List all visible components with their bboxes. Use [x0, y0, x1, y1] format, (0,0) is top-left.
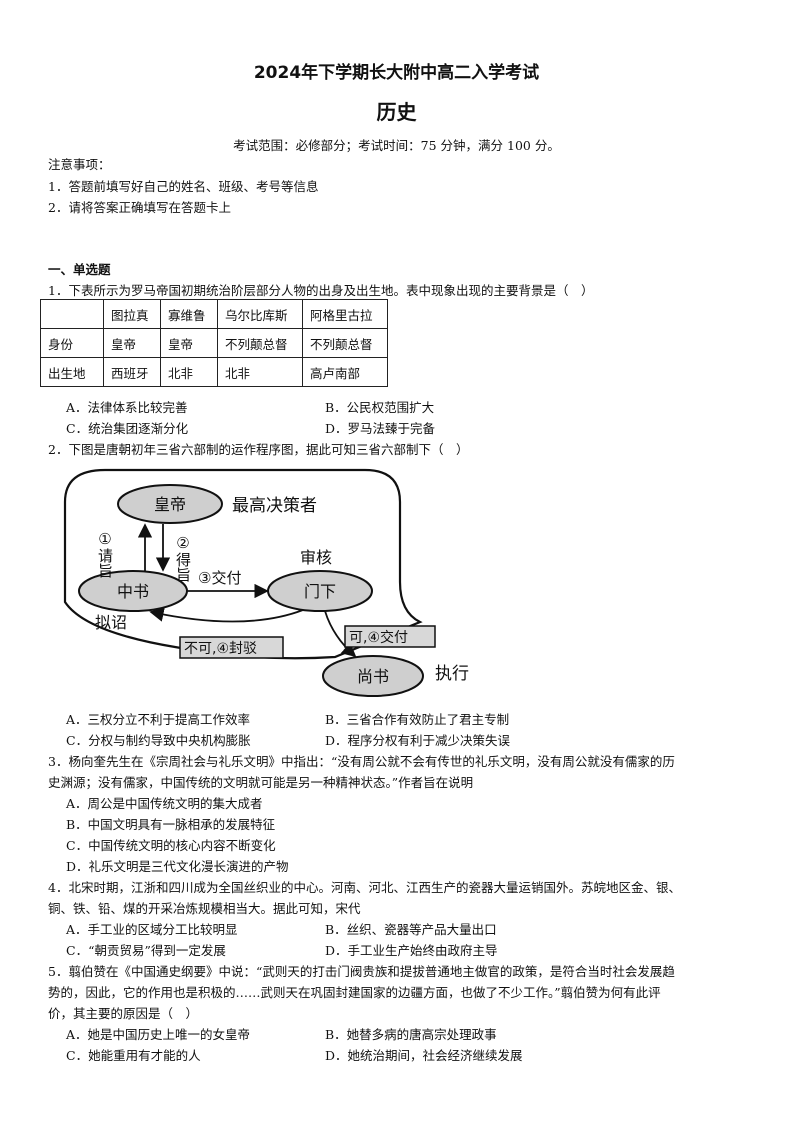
approve-arrow [324, 610, 357, 658]
table-cell: 北非 [160, 357, 218, 387]
zhongshu-label: 中书 [117, 582, 149, 601]
step2-label: ②得旨 [174, 534, 192, 582]
table-cell: 乌尔比库斯 [217, 299, 303, 329]
review-label: 审核 [300, 548, 332, 567]
table-cell: 高卢南部 [302, 357, 388, 387]
table-cell: 皇帝 [103, 328, 161, 358]
reject-arrow [149, 607, 304, 623]
reject-box [179, 636, 284, 659]
q2-option-d: D．程序分权有利于减少决策失误 [325, 733, 511, 748]
shangshu-node [322, 655, 424, 697]
q4-option-c: C．“朝贡贸易”得到一定发展 [66, 943, 226, 958]
q4-stem: 4．北宋时期，江浙和四川成为全国丝织业的中心。河南、河北、江西生产的瓷器大量运销… [48, 880, 681, 895]
q5-option-c: C．她能重用有才能的人 [66, 1048, 201, 1063]
q1-table: 图拉真 寡维鲁 乌尔比库斯 阿格里古拉 身份 皇帝 皇帝 不列颠总督 不列颠总督… [40, 299, 388, 387]
table-row: 图拉真 寡维鲁 乌尔比库斯 阿格里古拉 [40, 299, 388, 329]
q3-option-a: A．周公是中国传统文明的集大成者 [66, 796, 263, 811]
section-heading: 一、单选题 [48, 262, 111, 277]
q1-option-a: A．法律体系比较完善 [66, 400, 188, 415]
exam-info: 考试范围：必修部分；考试时间：75 分钟，满分 100 分。 [233, 138, 560, 153]
table-cell: 北非 [217, 357, 303, 387]
q2-option-b: B．三省合作有效防止了君主专制 [325, 712, 510, 727]
q2-option-a: A．三权分立不利于提高工作效率 [66, 712, 251, 727]
q1-option-b: B．公民权范围扩大 [325, 400, 435, 415]
menxia-label: 门下 [304, 582, 336, 601]
emperor-node [117, 484, 223, 524]
q5-option-d: D．她统治期间，社会经济继续发展 [325, 1048, 523, 1063]
q2-stem: 2．下图是唐朝初年三省六部制的运作程序图，据此可知三省六部制下（ ） [48, 442, 469, 457]
q5-stem: 5．翦伯赞在《中国通史纲要》中说：“武则天的打击门阀贵族和提拔普通地主做官的政策… [48, 964, 675, 979]
q1-stem: 1．下表所示为罗马帝国初期统治阶层部分人物的出身及出生地。表中现象出现的主要背景… [48, 283, 594, 298]
q3-option-d: D．礼乐文明是三代文化漫长演进的产物 [66, 859, 289, 874]
q3-stem: 史渊源；没有儒家，中国传统的文明就可能是另一种精神状态。”作者旨在说明 [48, 775, 474, 790]
exam-title: 2024年下学期长大附中高二入学考试 [253, 63, 540, 83]
step3-label: ③交付 [198, 569, 241, 587]
q4-option-d: D．手工业生产始终由政府主导 [325, 943, 498, 958]
table-cell [40, 299, 104, 329]
table-cell: 出生地 [40, 357, 104, 387]
emperor-role-label: 最高决策者 [232, 496, 317, 516]
note-item: 1．答题前填写好自己的姓名、班级、考号等信息 [48, 179, 319, 194]
table-row: 身份 皇帝 皇帝 不列颠总督 不列颠总督 [40, 328, 388, 358]
q2-option-c: C．分权与制约导致中央机构膨胀 [66, 733, 251, 748]
q1-option-c: C．统治集团逐渐分化 [66, 421, 189, 436]
shangshu-label: 尚书 [357, 667, 389, 686]
q3-stem: 3．杨向奎先生在《宗周社会与礼乐文明》中指出：“没有周公就不会有传世的礼乐文明，… [48, 754, 675, 769]
draft-label: 拟诏 [95, 613, 127, 632]
table-cell: 图拉真 [103, 299, 161, 329]
table-row: 出生地 西班牙 北非 北非 高卢南部 [40, 357, 388, 387]
step1-label: ①请旨 [96, 530, 114, 578]
boundary-outline [63, 468, 423, 660]
q3-option-c: C．中国传统文明的核心内容不断变化 [66, 838, 276, 853]
table-cell: 不列颠总督 [302, 328, 388, 358]
table-cell: 不列颠总督 [217, 328, 303, 358]
q3-option-b: B．中国文明具有一脉相承的发展特征 [66, 817, 276, 832]
q4-option-b: B．丝织、瓷器等产品大量出口 [325, 922, 497, 937]
table-cell: 阿格里古拉 [302, 299, 388, 329]
notes-heading: 注意事项： [48, 157, 111, 172]
emperor-label: 皇帝 [154, 495, 186, 514]
q2-flow-diagram: 皇帝 最高决策者 中书 门下 尚书 ①请旨 ②得旨 ③交付 审核 拟诏 不可,④… [63, 468, 469, 697]
approve-label: 可,④交付 [349, 629, 408, 646]
note-item: 2．请将答案正确填写在答题卡上 [48, 200, 231, 215]
q5-stem: 价，其主要的原因是（ ） [48, 1006, 199, 1021]
reject-label: 不可,④封驳 [184, 641, 257, 657]
subject-title: 历史 [376, 100, 417, 124]
execute-label: 执行 [435, 664, 469, 684]
table-cell: 寡维鲁 [160, 299, 218, 329]
table-cell: 西班牙 [103, 357, 161, 387]
q5-stem: 势的，因此，它的作用也是积极的……武则天在巩固封建国家的边疆方面，也做了不少工作… [48, 985, 661, 1000]
table-cell: 皇帝 [160, 328, 218, 358]
q5-option-a: A．她是中国历史上唯一的女皇帝 [66, 1027, 251, 1042]
table-cell: 身份 [40, 328, 104, 358]
q4-option-a: A．手工业的区域分工比较明显 [66, 922, 238, 937]
q1-option-d: D．罗马法臻于完备 [325, 421, 436, 436]
q4-stem: 铜、铁、铅、煤的开采冶炼规模相当大。据此可知，宋代 [48, 901, 361, 916]
approve-box [344, 625, 436, 648]
q5-option-b: B．她替多病的唐高宗处理政事 [325, 1027, 497, 1042]
